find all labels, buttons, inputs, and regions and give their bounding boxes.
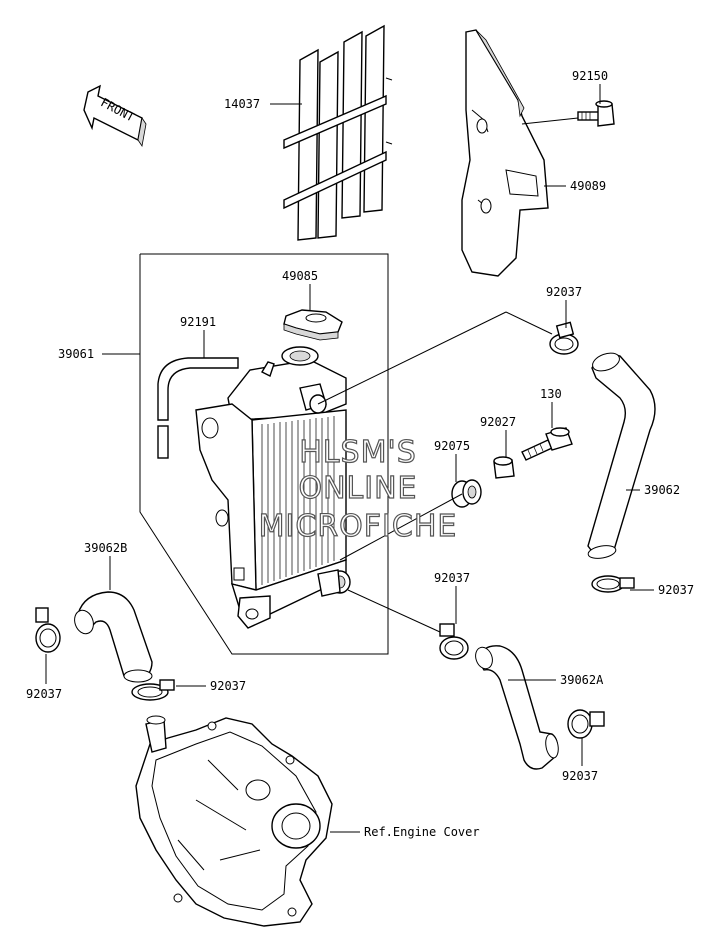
label-92037-right: 92037 (658, 583, 694, 597)
bolt-130 (521, 427, 573, 461)
clamp-92037-bottom-right (567, 709, 605, 739)
watermark-line-2: ONLINE (298, 471, 417, 506)
label-92191: 92191 (180, 315, 216, 329)
clamp-92037-right (591, 575, 635, 593)
front-arrow-icon: FRONT (83, 84, 147, 148)
clamp-92037-center (131, 679, 175, 701)
overflow-hose-92191 (157, 357, 239, 459)
part-labels: 14037 92150 49089 49085 92191 39061 9203… (26, 69, 694, 839)
radiator-shroud (461, 29, 549, 277)
label-130: 130 (540, 387, 562, 401)
cap-seal-49085 (283, 309, 343, 341)
clamp-92037-lower (439, 623, 469, 660)
label-92037-center: 92037 (210, 679, 246, 693)
leader-lines (45, 84, 654, 833)
radiator (195, 346, 351, 629)
label-49085: 49085 (282, 269, 318, 283)
clamp-92037-left (35, 607, 61, 653)
label-92037-bottom-right: 92037 (562, 769, 598, 783)
grommet-92075 (451, 479, 482, 508)
watermark-line-1: HLSM'S (299, 435, 417, 470)
label-92037-lower: 92037 (434, 571, 470, 585)
watermark-line-3: MICROFICHE (259, 509, 458, 544)
label-14037: 14037 (224, 97, 260, 111)
label-92037-left: 92037 (26, 687, 62, 701)
label-49089: 49089 (570, 179, 606, 193)
bolt-92150 (577, 100, 615, 127)
hose-39062B (74, 591, 153, 683)
label-92150: 92150 (572, 69, 608, 83)
hose-39062 (587, 352, 656, 559)
label-39062A: 39062A (560, 673, 604, 687)
assembly-bracket (139, 253, 389, 655)
label-ref-engine-cover: Ref.Engine Cover (364, 825, 480, 839)
label-92027: 92027 (480, 415, 516, 429)
label-92037-upper-right: 92037 (546, 285, 582, 299)
label-39061: 39061 (58, 347, 94, 361)
washer-92027 (493, 456, 515, 479)
watermark: HLSM'S ONLINE MICROFICHE (258, 434, 458, 544)
label-39062B: 39062B (84, 541, 127, 555)
label-39062: 39062 (644, 483, 680, 497)
radiator-louver (283, 24, 393, 241)
clamp-92037-upper-right (549, 321, 579, 355)
engine-cover (135, 715, 333, 927)
radiator-core-fins (261, 416, 335, 585)
hose-39062A (475, 645, 559, 770)
label-92075: 92075 (434, 439, 470, 453)
